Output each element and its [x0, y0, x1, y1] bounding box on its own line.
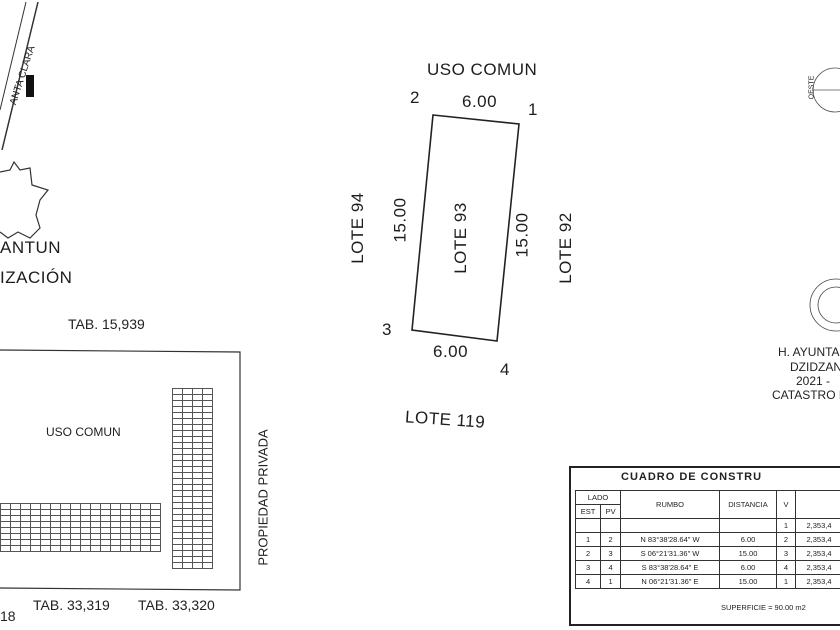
seal-line-2: DZIDZANT	[790, 360, 840, 374]
side-label: PROPIEDAD PRIVADA	[255, 429, 271, 566]
lot-outline	[411, 114, 520, 342]
town-label: ANTUN	[0, 238, 62, 257]
lot-side-right: 15.00	[512, 212, 532, 258]
seal-emblem	[809, 278, 840, 332]
compass-west: OESTE	[808, 75, 816, 100]
lot-side-left: 15.00	[390, 197, 410, 243]
seal-line-1: H. AYUNTA	[778, 345, 840, 359]
tab-label-3: TAB. 33,320	[138, 597, 215, 613]
vertex-2: 2	[410, 88, 420, 107]
hdr-lado: LADO	[575, 490, 621, 505]
town-outline	[0, 160, 50, 239]
seal-line-3: 2021 -	[796, 374, 831, 388]
lot-top-label: USO COMUN	[427, 60, 538, 79]
parcel-marker	[26, 75, 34, 97]
hdr-v: V	[776, 490, 796, 519]
vertex-3: 3	[382, 320, 392, 339]
tab-label-2: TAB. 33,319	[33, 597, 110, 613]
tab-label-1: TAB. 15,939	[68, 316, 145, 332]
hdr-est: EST	[574, 504, 602, 519]
block-label: USO COMUN	[46, 425, 121, 439]
mini-grid-vertical	[172, 388, 213, 569]
tab-label-4: 18	[0, 608, 16, 624]
superficie-label: SUPERFICIE = 90.00 m2	[721, 603, 806, 612]
seal-line-4: CATASTRO M	[772, 388, 840, 402]
lot-side-bottom: 6.00	[433, 342, 469, 361]
street-line	[1, 1, 39, 151]
lot-right-label: LOTE 92	[555, 212, 575, 284]
construction-table: CUADRO DE CONSTRU LADO RUMBO DISTANCIA V…	[569, 466, 840, 626]
vertex-1: 1	[528, 100, 538, 119]
table-title: CUADRO DE CONSTRU	[621, 471, 763, 483]
lot-left-label: LOTE 94	[347, 192, 367, 264]
vertex-4: 4	[500, 360, 510, 379]
lot-center-label: LOTE 93	[450, 202, 470, 274]
hdr-pv: PV	[600, 504, 621, 519]
lot-side-top: 6.00	[462, 92, 498, 111]
zone-label: IZACIÓN	[0, 268, 73, 287]
hdr-rumbo: RUMBO	[620, 490, 720, 519]
hdr-distancia: DISTANCIA	[719, 490, 777, 519]
mini-grid-horizontal	[0, 503, 161, 552]
compass-rose	[812, 67, 840, 113]
subdivision-block	[0, 349, 241, 591]
